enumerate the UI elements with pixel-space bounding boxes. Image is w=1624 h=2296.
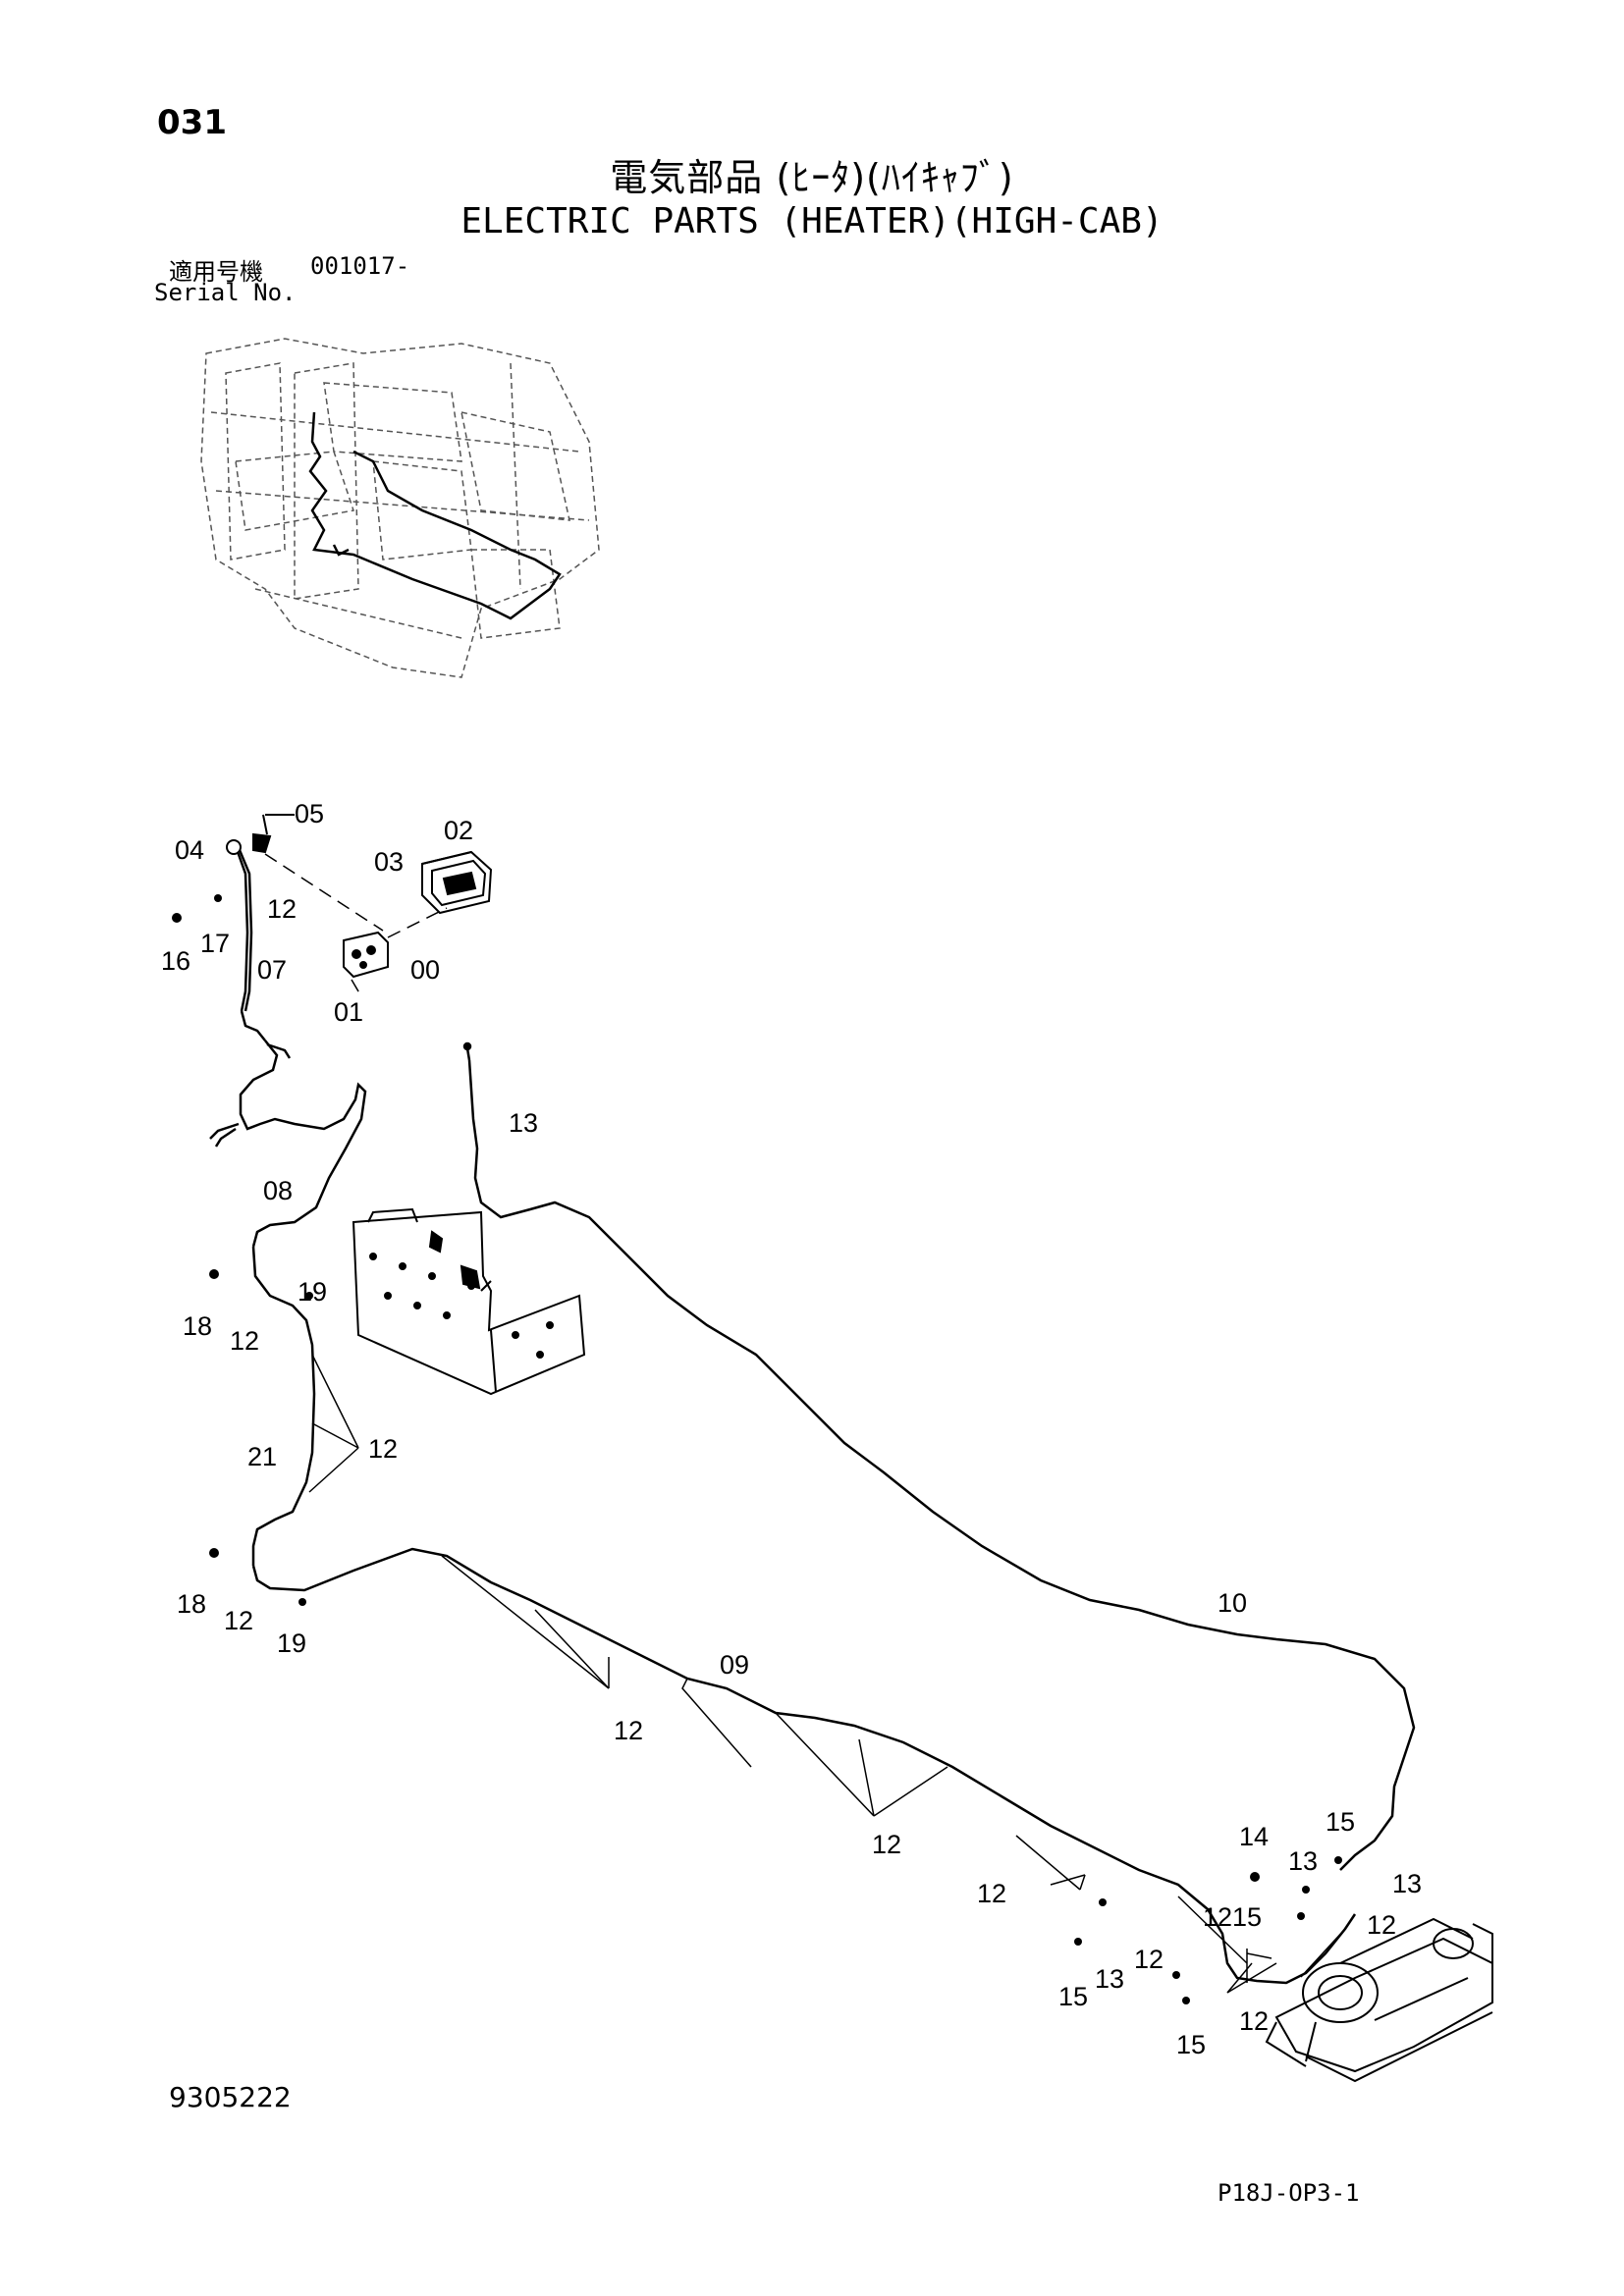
callout-00: 00 xyxy=(410,955,440,985)
serial-label-english: Serial No. xyxy=(154,279,297,306)
page-title-japanese: 電気部品 (ﾋｰﾀ)(ﾊｲｷｬﾌﾞ) xyxy=(610,156,1014,199)
serial-number-value: 001017- xyxy=(310,252,410,280)
exploded-view-dashes xyxy=(264,853,448,997)
callout-19: 19 xyxy=(298,1277,327,1307)
callout-13: 13 xyxy=(1095,1964,1124,1994)
harness-07 xyxy=(226,839,266,1041)
callout-13: 13 xyxy=(1392,1869,1422,1898)
callout-12: 12 xyxy=(368,1434,398,1464)
callout-16: 16 xyxy=(161,946,190,976)
harness-08 xyxy=(209,1040,367,1248)
machine-overview-illustration xyxy=(200,338,600,678)
callout-12: 12 xyxy=(872,1830,901,1859)
callout-05: 05 xyxy=(295,799,324,828)
callout-04: 04 xyxy=(175,835,204,865)
callout-07: 07 xyxy=(257,955,287,985)
callout-12: 12 xyxy=(614,1716,643,1745)
harness-10 xyxy=(462,1041,1416,1871)
page-title-english: ELECTRIC PARTS (HEATER)(HIGH-CAB) xyxy=(460,201,1164,241)
heater-controller-unit xyxy=(352,1207,586,1396)
heater-unit xyxy=(1265,1917,1493,2083)
callout-09: 09 xyxy=(720,1650,749,1680)
callout-15: 15 xyxy=(1176,2030,1206,2059)
callout-18: 18 xyxy=(183,1311,212,1341)
callout-19: 19 xyxy=(277,1629,306,1658)
harness-overview-route xyxy=(308,411,562,620)
callout-12: 12 xyxy=(1239,2006,1269,2036)
callout-21: 21 xyxy=(247,1442,277,1471)
callout-15: 15 xyxy=(1326,1807,1355,1837)
callout-17: 17 xyxy=(200,929,230,958)
figure-code: 9305222 xyxy=(169,2081,292,2113)
callout-14: 14 xyxy=(1239,1822,1269,1851)
callout-12: 12 xyxy=(1367,1910,1396,1940)
callout-02: 02 xyxy=(444,816,473,845)
fastener-markers xyxy=(172,894,1342,2004)
callout-12: 12 xyxy=(1134,1945,1164,1974)
callout-08: 08 xyxy=(263,1176,293,1205)
harness-09 xyxy=(251,1547,1357,1985)
serial-label-japanese: 適用号機 xyxy=(169,258,263,286)
connector-05 xyxy=(252,814,295,854)
callout-12: 12 xyxy=(1203,1902,1232,1932)
callout-12: 12 xyxy=(230,1326,259,1356)
heater-switch-panel-part xyxy=(421,850,493,915)
callout-10: 10 xyxy=(1218,1588,1247,1618)
part-callouts: 05 02 04 03 12 17 16 07 00 01 13 08 19 1… xyxy=(161,799,1422,2059)
heater-switch-part xyxy=(343,931,389,979)
callout-01: 01 xyxy=(334,997,363,1027)
callout-18: 18 xyxy=(177,1589,206,1619)
callout-12: 12 xyxy=(977,1879,1006,1908)
page-code: P18J-OP3-1 xyxy=(1218,2179,1360,2207)
leader-lines xyxy=(308,1354,1346,1994)
page-number: 031 xyxy=(157,103,227,142)
callout-03: 03 xyxy=(374,847,404,877)
callout-15: 15 xyxy=(1058,1982,1088,2011)
callout-12: 12 xyxy=(224,1606,253,1635)
callout-13: 13 xyxy=(1288,1846,1318,1876)
callout-12: 12 xyxy=(267,894,297,924)
callout-15: 15 xyxy=(1232,1902,1262,1932)
callout-13: 13 xyxy=(509,1108,538,1138)
